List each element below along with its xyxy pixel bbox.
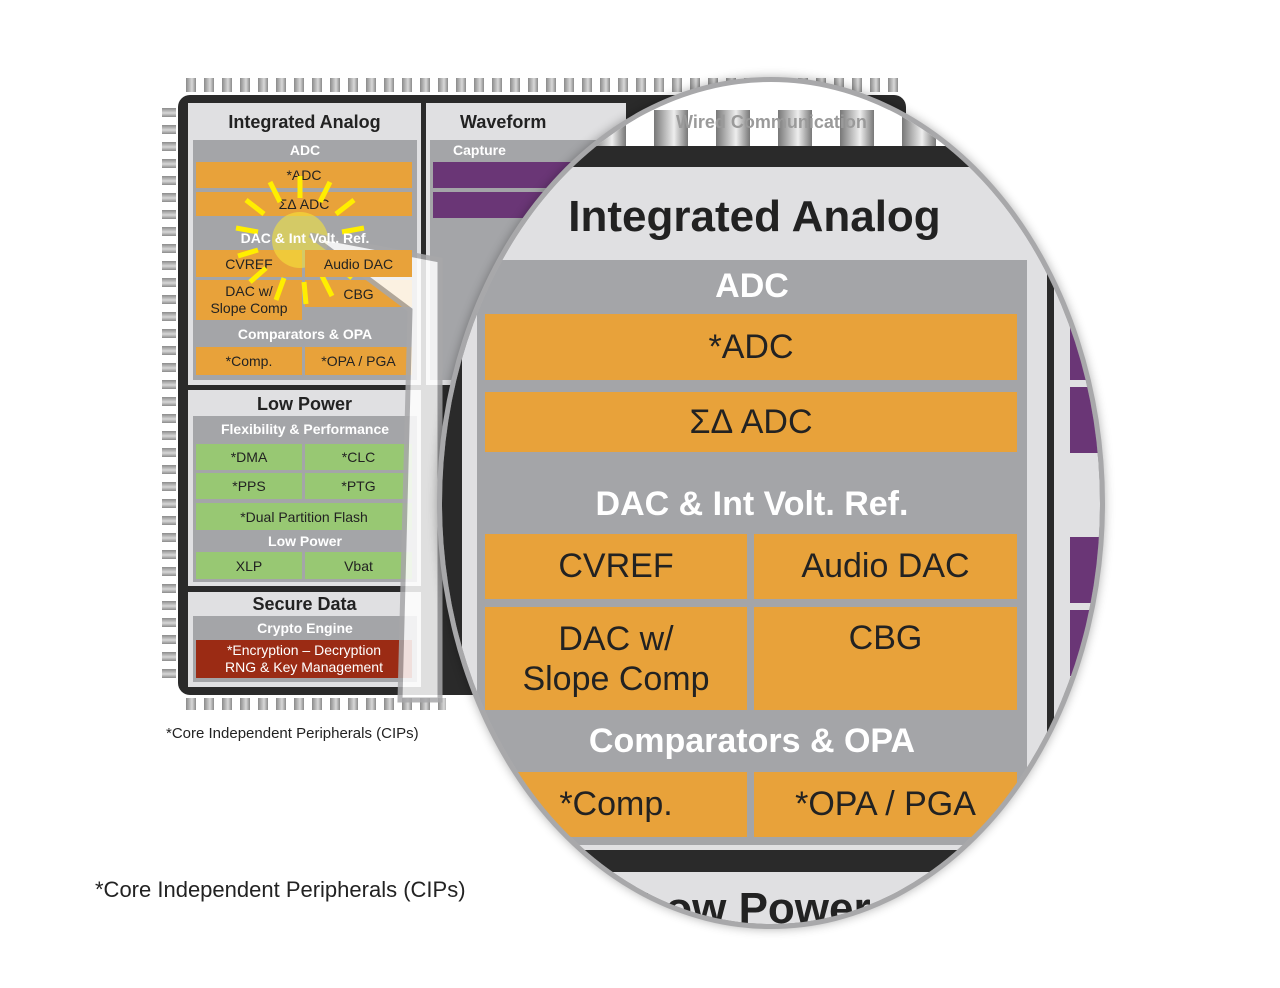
mag-waveform-cell-4	[1070, 610, 1100, 676]
mag-adc-header: ADC	[715, 267, 789, 305]
mag-waveform-cell-3	[1070, 537, 1100, 603]
mag-dac-slope-line1: DAC w/	[558, 619, 674, 658]
mag-pins-top	[592, 110, 1092, 148]
crypto-line2: RNG & Key Management	[225, 659, 383, 675]
waveform-title: Waveform	[460, 112, 547, 132]
mag-sigma-delta-cell: ΣΔ ADC	[485, 392, 1017, 452]
chip-pins-left	[162, 108, 176, 686]
dma-cell: *DMA	[196, 444, 302, 470]
dac-slope-line2: Slope Comp	[210, 300, 288, 316]
adc-cell: *ADC	[196, 162, 412, 188]
secure-data-title: Secure Data	[252, 594, 357, 614]
mag-opa-cell: *OPA / PGA	[754, 772, 1017, 837]
dac-slope-line1: DAC w/	[225, 283, 273, 299]
mag-audio-dac-cell: Audio DAC	[754, 534, 1017, 599]
dac-header: DAC & Int Volt. Ref.	[240, 230, 370, 246]
mag-cvref-cell: CVREF	[485, 534, 747, 599]
low-power-title: Low Power	[256, 394, 352, 414]
footnote: *Core Independent Peripherals (CIPs)	[95, 877, 466, 902]
ptg-cell: *PTG	[305, 473, 412, 499]
magnifier-pointer	[308, 232, 443, 703]
crypto-line1: *Encryption – Decryption	[226, 642, 382, 658]
sigma-delta-cell: ΣΔ ADC	[196, 192, 412, 216]
integrated-analog-title: Integrated Analog	[228, 112, 381, 132]
dual-partition-flash-cell: *Dual Partition Flash	[196, 503, 412, 530]
mag-comp-cell: *Comp.	[485, 772, 747, 837]
crypto-header: Crypto Engine	[257, 620, 353, 636]
mag-low-power-title: Low Power	[638, 884, 871, 929]
opa-cell: *OPA / PGA	[305, 347, 412, 375]
chip-pins-bottom	[186, 698, 446, 710]
mag-adc-cell: *ADC	[485, 314, 1017, 380]
mag-dac-header: DAC & Int Volt. Ref.	[595, 485, 909, 523]
small-footnote: *Core Independent Peripherals (CIPs)	[166, 725, 419, 742]
mag-waveform-cell-1	[1070, 314, 1100, 380]
mag-dac-slope-line2: Slope Comp	[522, 659, 710, 698]
mag-low-power-panel	[462, 872, 1047, 924]
comp-cell: *Comp.	[196, 347, 302, 375]
magnifier-circle: Integrated Analog ADC *ADC ΣΔ ADC DAC & …	[437, 77, 1105, 929]
adc-header: ADC	[289, 142, 321, 158]
wired-communication-title: Wired Communication	[676, 112, 867, 132]
mag-dac-slope-cell: DAC w/Slope Comp	[485, 607, 747, 710]
vbat-cell: Vbat	[305, 552, 412, 579]
mag-integrated-analog-title: Integrated Analog	[568, 192, 941, 241]
mag-comparators-header: Comparators & OPA	[588, 722, 916, 760]
clc-cell: *CLC	[305, 444, 412, 470]
capture-header: Capture	[453, 142, 506, 158]
dac-slope-cell: DAC w/Slope Comp	[196, 280, 302, 320]
comparators-header: Comparators & OPA	[237, 326, 373, 342]
flex-header: Flexibility & Performance	[220, 421, 390, 437]
mag-waveform-cell-2	[1070, 387, 1100, 453]
xlp-cell: XLP	[196, 552, 302, 579]
lp-header: Low Power	[268, 533, 342, 549]
audio-dac-cell: Audio DAC	[305, 250, 412, 277]
mag-cbg-cell: CBG	[754, 607, 1017, 710]
pps-cell: *PPS	[196, 473, 302, 499]
mag-waveform-panel	[1054, 167, 1100, 850]
